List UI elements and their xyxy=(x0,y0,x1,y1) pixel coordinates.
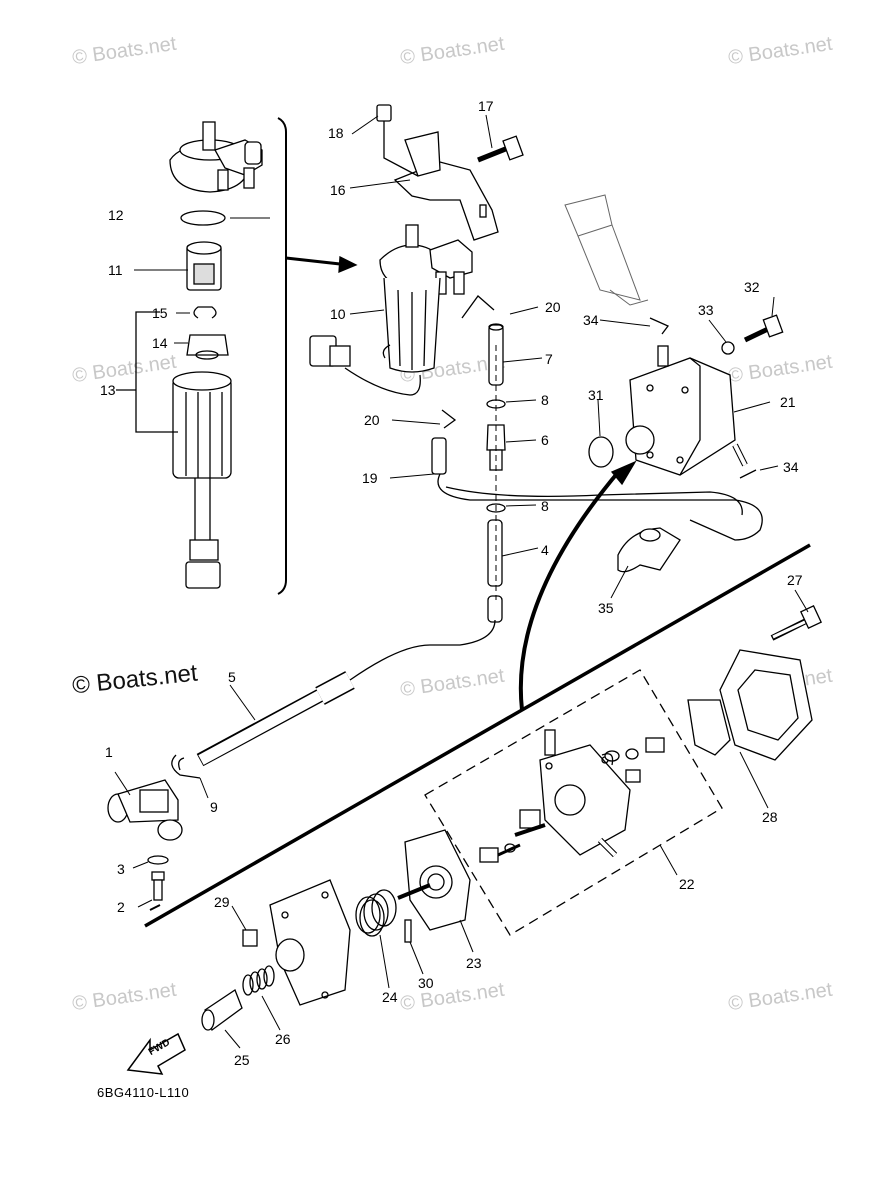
clamp-8-bottom xyxy=(486,503,506,513)
o-ring-31 xyxy=(588,436,614,468)
washer-3 xyxy=(147,855,169,865)
fuel-filter-10 xyxy=(309,224,473,396)
clip-20-top xyxy=(461,295,495,319)
callout-8-bottom: 8 xyxy=(541,498,549,514)
screw-2 xyxy=(151,871,165,901)
nut-18 xyxy=(376,104,392,122)
bracket-16 xyxy=(393,131,499,241)
float-14 xyxy=(186,334,229,356)
filter-element-11 xyxy=(186,241,222,291)
diaphragm-23 xyxy=(397,829,471,931)
washer-33 xyxy=(721,341,735,355)
callout-15: 15 xyxy=(152,305,168,321)
callout-1: 1 xyxy=(105,744,113,760)
clip-9 xyxy=(171,754,201,779)
pump-body-22 xyxy=(479,729,665,863)
filter-bowl-13 xyxy=(172,371,232,589)
callout-34-bottom: 34 xyxy=(783,459,799,475)
spring-26 xyxy=(242,965,275,996)
hose-4 xyxy=(487,519,503,587)
bolt-27 xyxy=(770,605,823,641)
callout-20-bottom: 20 xyxy=(364,412,380,428)
inset-bracket xyxy=(277,117,287,595)
filter-cap-drawing xyxy=(169,121,263,193)
gasket-28 xyxy=(687,649,813,761)
leader-lines xyxy=(114,114,809,1049)
divider-line xyxy=(144,543,811,928)
o-ring-12 xyxy=(180,210,226,226)
callout-4: 4 xyxy=(541,542,549,558)
callout-3: 3 xyxy=(117,861,125,877)
callout-33: 33 xyxy=(698,302,714,318)
callout-27: 27 xyxy=(787,572,803,588)
inset-arrowhead xyxy=(338,255,358,273)
clip-34-top xyxy=(649,317,670,335)
clip-15 xyxy=(193,306,217,319)
callout-19: 19 xyxy=(362,470,378,486)
callout-30: 30 xyxy=(418,975,434,991)
pin-30 xyxy=(404,919,412,943)
callout-22: 22 xyxy=(679,876,695,892)
callout-2: 2 xyxy=(117,899,125,915)
callout-13: 13 xyxy=(100,382,116,398)
plunger-25 xyxy=(201,989,243,1032)
long-hose xyxy=(437,473,763,541)
callout-35: 35 xyxy=(598,600,614,616)
callout-16: 16 xyxy=(330,182,346,198)
callout-29: 29 xyxy=(214,894,230,910)
pump-ghost xyxy=(564,194,649,306)
callout-25: 25 xyxy=(234,1052,250,1068)
callout-8-top: 8 xyxy=(541,392,549,408)
hose-19 xyxy=(431,437,447,475)
callout-24: 24 xyxy=(382,989,398,1005)
callout-11: 11 xyxy=(108,262,123,278)
connector-1 xyxy=(107,757,185,841)
assembly-arrow xyxy=(518,468,622,711)
callout-28: 28 xyxy=(762,809,778,825)
callout-31: 31 xyxy=(588,387,604,403)
spring-24 xyxy=(355,889,397,937)
fuel-hose-5 xyxy=(196,619,496,767)
clamp-35 xyxy=(617,527,681,573)
nut-29 xyxy=(242,929,258,947)
diagram-code: 6BG4110-L110 xyxy=(97,1085,190,1100)
fuel-pump-21 xyxy=(625,345,748,476)
callout-21: 21 xyxy=(780,394,796,410)
callout-5: 5 xyxy=(228,669,236,685)
callout-14: 14 xyxy=(152,335,168,351)
leader-18-line xyxy=(383,121,419,177)
pump-cover xyxy=(269,879,351,1006)
clip-20-bottom xyxy=(441,409,457,429)
callout-23: 23 xyxy=(466,955,482,971)
callout-26: 26 xyxy=(275,1031,291,1047)
inset-arrow xyxy=(285,256,341,266)
fwd-arrow xyxy=(126,1032,186,1075)
assembly-box-22 xyxy=(424,669,723,936)
bolt-32 xyxy=(743,314,784,343)
callout-32: 32 xyxy=(744,279,760,295)
leader-13-bracket xyxy=(135,311,178,433)
callout-34-top: 34 xyxy=(583,312,599,328)
callout-17: 17 xyxy=(478,98,494,114)
callout-12: 12 xyxy=(108,207,124,223)
callout-6: 6 xyxy=(541,432,549,448)
callout-10: 10 xyxy=(330,306,346,322)
callout-9: 9 xyxy=(210,799,218,815)
clip-34-bottom xyxy=(739,469,757,479)
callout-18: 18 xyxy=(328,125,344,141)
callout-7: 7 xyxy=(545,351,553,367)
bolt-17 xyxy=(477,135,524,163)
callout-20-top: 20 xyxy=(545,299,561,315)
